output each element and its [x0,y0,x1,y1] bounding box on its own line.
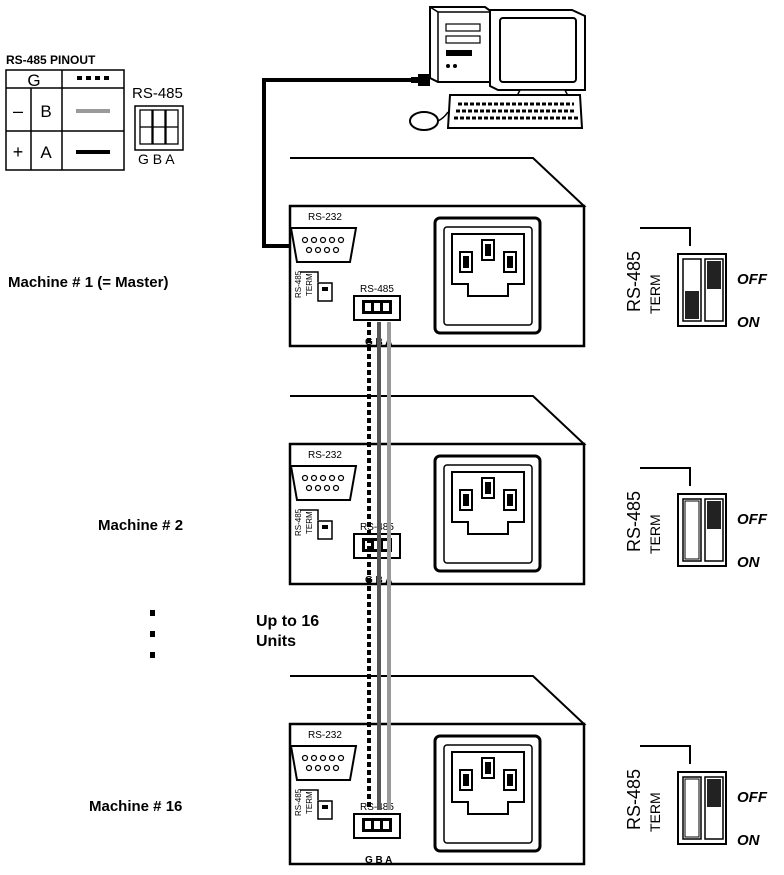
term-switch [317,282,333,302]
rs232-label: RS-232 [308,730,342,741]
dip-off-label: OFF [737,789,768,806]
dip-switch-1: RS-485 TERM OFF ON [624,227,768,331]
dip-rs485-label: RS-485 [624,769,644,830]
units-note-line1: Up to 16 [256,613,319,630]
rs232-port [289,465,358,501]
dip-on-label: ON [737,554,761,571]
dip-term-label: TERM [647,274,663,314]
dip-term-label: TERM [647,514,663,554]
term-prefix: RS-485 [294,270,303,298]
rs485-label: RS-485 [360,284,394,295]
machine-1: RS-232 RS-485 TERM RS-485 G B A [288,157,587,348]
rs485-connector-legend: RS-485 G B A [132,85,184,167]
term-label: TERM [305,511,314,534]
units-note-line2: Units [256,633,296,650]
term-prefix: RS-485 [294,788,303,816]
connector-pins: G B A [138,151,175,167]
dip-off-label: OFF [737,511,768,528]
machine-16: RS-232 RS-485 TERM RS-485 G B A [288,675,587,866]
dip-rs485-label: RS-485 [624,251,644,312]
dip-switch-2: RS-485 TERM OFF ON [624,467,768,571]
pinout-pin-g: G [27,71,40,90]
pinout-legend: RS-485 PINOUT G – B + A [5,53,125,171]
pinout-pin-a: A [40,143,52,162]
dip-on-label: ON [737,314,761,331]
rs232-port [289,227,358,263]
pinout-sign-plus: + [13,142,24,162]
rs232-port [289,745,358,781]
machine-2-label: Machine # 2 [98,517,183,534]
connector-label: RS-485 [132,85,183,102]
machine-2: RS-232 RS-485 TERM RS-485 G B A [288,395,587,586]
dip-rs485-label: RS-485 [624,491,644,552]
dip-switch-16: RS-485 TERM OFF ON [624,745,768,849]
term-switch [317,520,333,540]
pc-icon [409,6,586,131]
machine-1-label: Machine # 1 (= Master) [8,274,168,291]
pinout-pin-b: B [40,102,51,121]
pinout-table-border [5,69,125,171]
dip-on-label: ON [737,832,761,849]
pinout-sign-minus: – [13,101,23,121]
pinout-title: RS-485 PINOUT [6,53,96,67]
continuation-dots [150,610,155,658]
machine-16-label: Machine # 16 [89,798,182,815]
term-switch [317,800,333,820]
dip-off-label: OFF [737,271,768,288]
rs485-bus-cables [367,322,391,810]
term-label: TERM [305,791,314,814]
term-label: TERM [305,273,314,296]
pc-serial-cable [262,78,411,248]
rs485-pins: G B A [365,855,392,866]
term-prefix: RS-485 [294,508,303,536]
rs232-label: RS-232 [308,212,342,223]
dip-term-label: TERM [647,792,663,832]
rs232-label: RS-232 [308,450,342,461]
